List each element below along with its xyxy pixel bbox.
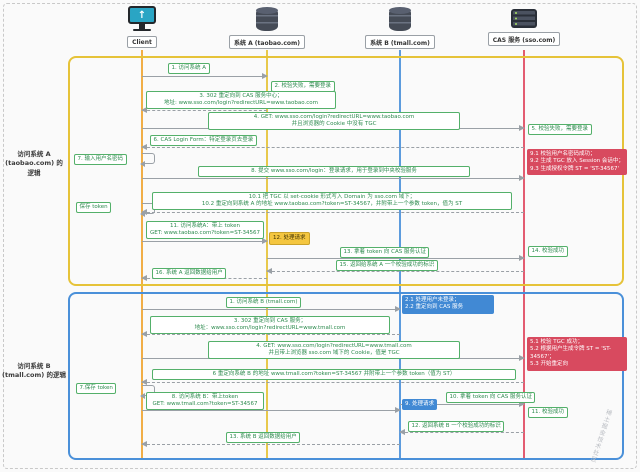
message-a14: 14. 校验成功 — [528, 246, 568, 258]
database-icon — [256, 6, 278, 31]
message-b6: 6 重定向系统 B 的地址 www.tmall.com?token=ST-345… — [152, 369, 516, 381]
message-b13: 13. 系统 B 返回数据给用户 — [226, 432, 301, 444]
server-icon — [511, 9, 537, 28]
arrow-b8 — [142, 407, 401, 413]
arrow-a11 — [142, 238, 268, 244]
message-b4: 4. GET: www.sso.com/login?redirectURL=ww… — [208, 341, 460, 360]
actor-system-a: 系统 A (taobao.com) — [227, 6, 307, 49]
lifeline-cas — [523, 50, 525, 458]
note-b5-tgc-validation: 5.1 校验 TGC 成功； 5.2 根据用户生成令牌 ST = 'ST-345… — [527, 337, 627, 371]
arrow-a8 — [142, 175, 525, 181]
note-a9-cas-validation: 9.1 校验用户名密码成功； 9.2 生成 TGC 放入 Session 会话中… — [527, 149, 627, 176]
message-b11: 11. 校验成功 — [528, 407, 568, 419]
arrow-b1 — [142, 306, 401, 312]
arrow-b10 — [400, 401, 525, 407]
actor-label-system-a: 系统 A (taobao.com) — [228, 35, 306, 49]
actor-system-b: 系统 B (tmall.com) — [360, 6, 440, 49]
message-b1: 1. 访问系统 B (tmall.com) — [226, 297, 301, 309]
up-arrow-glyph: ↑ — [137, 9, 147, 21]
message-b10: 10. 拿着 token 向 CAS 服务认证 — [446, 392, 536, 404]
message-a15: 15. 返回给系统 A 一个校验成功的标识 — [336, 260, 438, 272]
client-monitor-icon: ↑ — [128, 6, 156, 24]
lifeline-system-a — [266, 50, 268, 458]
arrow-b12 — [399, 429, 524, 435]
frame-a-label: 访问系统 A (taobao.com) 的逻辑 — [5, 150, 63, 177]
arrow-a6 — [141, 144, 524, 150]
note-b2-redirect-cas: 2.1 处理用户未登录； 2.2 重定向到 CAS 服务 — [402, 295, 494, 314]
actor-label-cas: CAS 服务 (sso.com) — [487, 32, 561, 46]
message-a11: 11. 访问系统A：带上 token GET: www.taobao.com?t… — [146, 221, 264, 240]
message-save-token-b: 7.保存 token — [76, 383, 117, 395]
message-a13: 13. 拿着 token 向 CAS 服务认证 — [340, 247, 430, 259]
message-b3: 3. 302 重定向到 CAS 服务； 地址：www.sso.com/login… — [150, 316, 390, 335]
arrow-a15 — [266, 268, 524, 274]
message-a1: 1. 访问系统 A — [168, 63, 210, 75]
arrow-b6 — [141, 379, 524, 385]
arrow-a1 — [142, 73, 268, 79]
self-loop-a7 — [140, 153, 155, 167]
note-b9-process-request: 9. 处理请求 — [402, 399, 437, 411]
actor-cas-server: CAS 服务 (sso.com) — [484, 6, 564, 46]
lifeline-client — [141, 50, 143, 458]
message-save-token-a: 保存 token — [76, 202, 112, 214]
arrow-a10 — [141, 209, 524, 215]
message-a16: 16. 系统 A 返回数据给用户 — [152, 268, 227, 280]
message-a6: 6. CAS Login Form：特定登录页去登录 — [150, 135, 257, 147]
frame-system-b-flow — [68, 292, 624, 460]
message-a10: 10.1 把 TGC 以 set-cookie 形式写入 Domain 为 ss… — [152, 192, 512, 211]
database-icon — [389, 6, 411, 31]
message-b8: 8. 访问系统 B：带上token GET: www.tmall.com?tok… — [146, 392, 264, 411]
message-a4: 4. GET: www.sso.com/login?redirectURL=ww… — [208, 112, 460, 131]
message-a8: 8. 提交 www.sso.com/login：登录请求，用于登录到中央校验服务 — [198, 166, 470, 178]
message-b12: 12. 返回系统 B 一个校验成功的标识 — [408, 421, 505, 433]
frame-b-label: 访问系统 B (tmall.com) 的逻辑 — [2, 362, 66, 380]
note-a12-process-request: 12. 处理请求 — [269, 232, 310, 246]
arrow-a13 — [267, 255, 525, 261]
arrow-a3 — [141, 107, 267, 113]
arrow-b3 — [141, 331, 400, 337]
arrow-b13 — [141, 441, 400, 447]
message-a3: 3. 302 重定向到 CAS 服务中心； 地址: www.sso.com/lo… — [146, 91, 336, 110]
message-a7-enter-credentials: 7. 输入用户名密码 — [74, 154, 127, 166]
actor-label-system-b: 系统 B (tmall.com) — [365, 35, 435, 49]
diagram-dashed-border — [3, 3, 637, 469]
actor-label-client: Client — [127, 36, 157, 48]
message-a5: 5. 校验失败，需要登录 — [528, 124, 592, 136]
actor-client: ↑ Client — [102, 6, 182, 48]
